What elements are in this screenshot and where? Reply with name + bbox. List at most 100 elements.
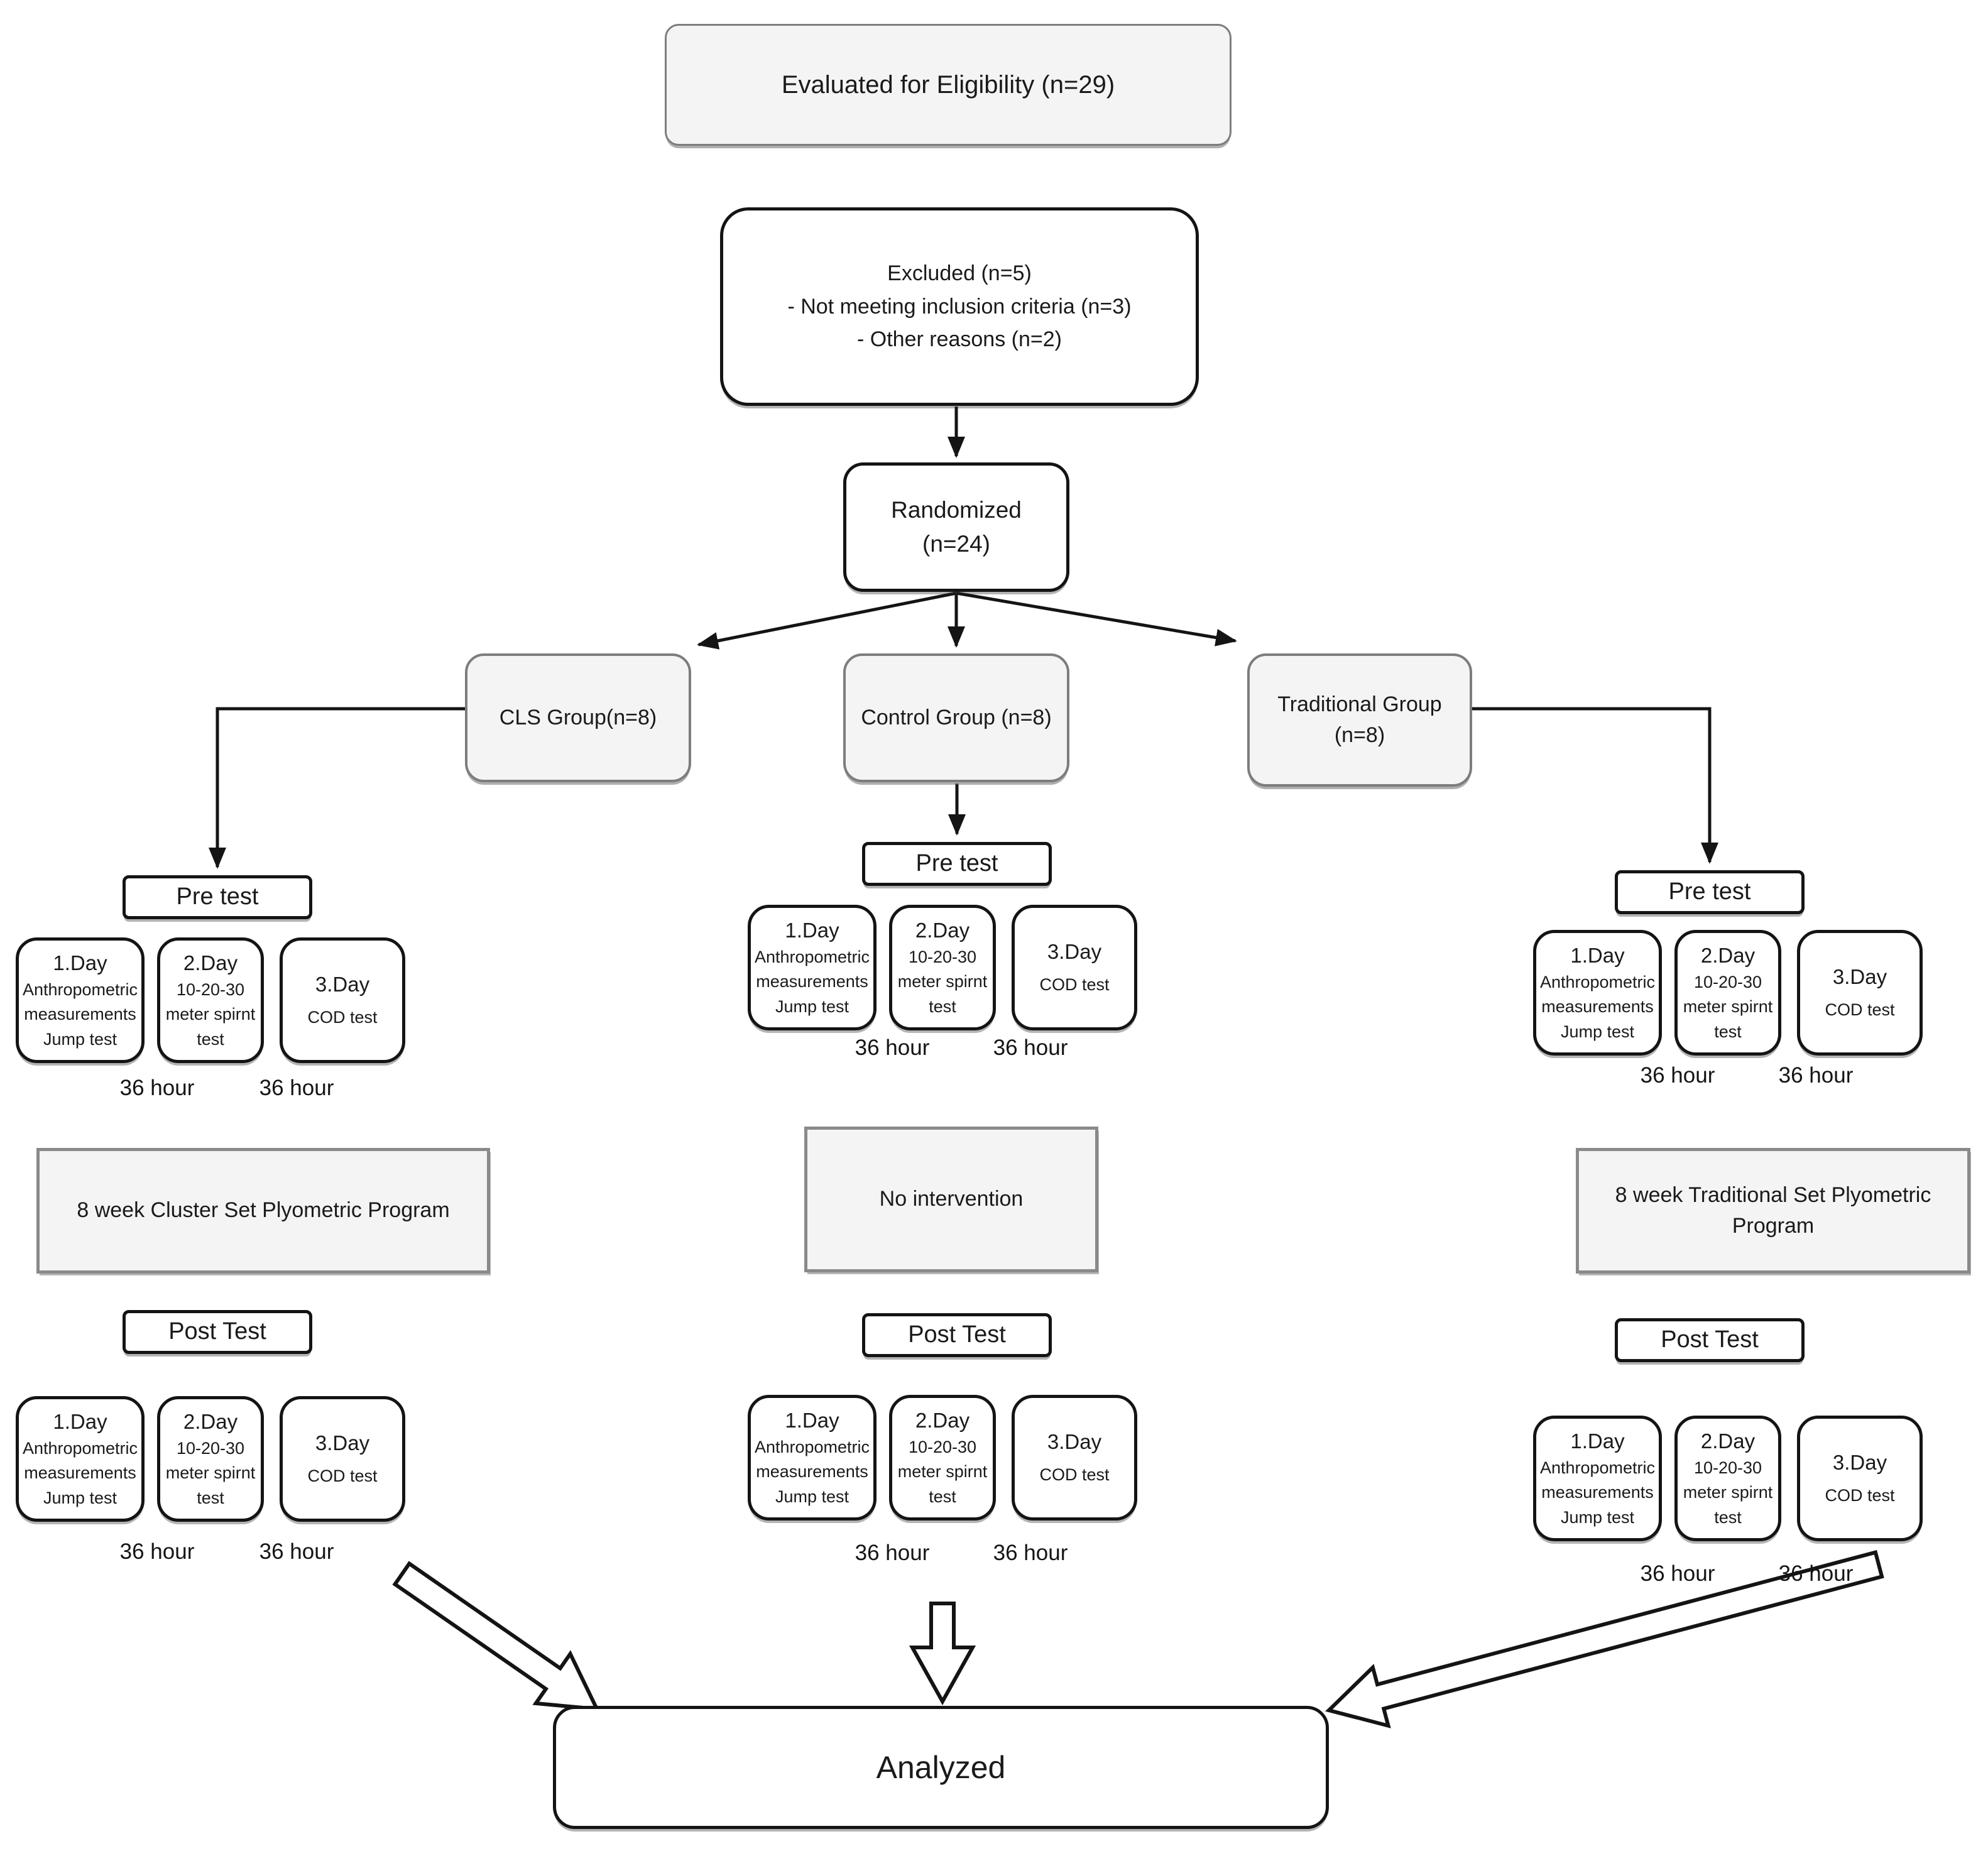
analyzed-label: Analyzed	[876, 1749, 1006, 1785]
day-box-1: 1.Day Anthropometric measurements Jump t…	[748, 1395, 877, 1521]
day-box-3: 3.Day COD test	[1012, 1395, 1137, 1521]
cls-group-box: CLS Group(n=8)	[465, 653, 691, 782]
hour-label: 36 hour	[1640, 1063, 1715, 1088]
posttest-box-control: Post Test	[862, 1313, 1052, 1357]
day-box-2: 2.Day 10-20-30 meter spirnt test	[889, 905, 996, 1030]
hour-label: 36 hour	[119, 1539, 195, 1564]
day-line: Anthropometric	[1539, 1458, 1656, 1477]
day-line: Jump test	[775, 996, 849, 1016]
intervention-box-cls: 8 week Cluster Set Plyometric Program	[36, 1148, 490, 1274]
day-box-1: 1.Day Anthropometric measurements Jump t…	[16, 937, 145, 1063]
day-title: 1.Day	[785, 918, 839, 942]
day-box-2: 2.Day 10-20-30 meter spirnt test	[1674, 1416, 1781, 1541]
day-line: Jump test	[43, 1029, 117, 1049]
day-line: 10-20-30	[1693, 972, 1762, 991]
excluded-line: - Not meeting inclusion criteria (n=3)	[787, 294, 1132, 319]
day-title: 3.Day	[1047, 940, 1102, 963]
day-title: 2.Day	[183, 1409, 238, 1433]
analyzed-box: Analyzed	[553, 1706, 1329, 1829]
randomized-box: Randomized (n=24)	[843, 462, 1069, 592]
day-title: 2.Day	[1700, 943, 1756, 967]
day-line: 10-20-30	[908, 947, 977, 966]
day-title: 2.Day	[1700, 1429, 1756, 1453]
day-line: COD test	[1039, 975, 1110, 995]
day-title: 1.Day	[1570, 943, 1625, 967]
evaluated-box: Evaluated for Eligibility (n=29)	[665, 24, 1232, 146]
intervention-label: No intervention	[879, 1187, 1024, 1211]
day-title: 1.Day	[53, 951, 107, 975]
day-title: 2.Day	[183, 951, 238, 975]
hour-label: 36 hour	[1778, 1561, 1854, 1586]
intervention-box-traditional: 8 week Traditional Set Plyometric Progra…	[1576, 1148, 1970, 1274]
pretest-box-control: Pre test	[862, 842, 1052, 886]
day-box-1: 1.Day Anthropometric measurements Jump t…	[1533, 1416, 1662, 1541]
hour-label: 36 hour	[259, 1076, 334, 1100]
day-box-2: 2.Day 10-20-30 meter spirnt test	[157, 1396, 264, 1522]
posttest-label: Post Test	[908, 1321, 1006, 1348]
day-box-3: 3.Day COD test	[1012, 905, 1137, 1030]
day-box-2: 2.Day 10-20-30 meter spirnt test	[889, 1395, 996, 1521]
day-box-3: 3.Day COD test	[280, 1396, 405, 1522]
traditional-group-label: Traditional Group (n=8)	[1277, 692, 1442, 747]
hour-label: 36 hour	[855, 1035, 930, 1060]
day-line: test	[197, 1488, 224, 1507]
day-box-2: 2.Day 10-20-30 meter spirnt test	[1674, 930, 1781, 1056]
day-title: 3.Day	[1832, 1451, 1887, 1474]
day-line: Anthropometric	[22, 1438, 138, 1458]
day-line: COD test	[307, 1466, 378, 1486]
posttest-box-cls: Post Test	[123, 1310, 312, 1354]
day-title: 1.Day	[53, 1409, 107, 1433]
arrow-randomized-to-cls	[697, 591, 957, 650]
hour-label: 36 hour	[855, 1541, 930, 1565]
hour-label: 36 hour	[1640, 1561, 1715, 1586]
intervention-label: 8 week Traditional Set Plyometric Progra…	[1615, 1182, 1931, 1238]
control-group-box: Control Group (n=8)	[843, 653, 1069, 782]
day-line: COD test	[307, 1008, 378, 1027]
day-line: Jump test	[1560, 1507, 1635, 1527]
hour-label: 36 hour	[119, 1076, 195, 1100]
day-line: Anthropometric	[754, 1437, 870, 1456]
day-box-3: 3.Day COD test	[1797, 1416, 1923, 1541]
day-title: 2.Day	[915, 1408, 970, 1432]
pretest-label: Pre test	[915, 850, 998, 877]
control-group-label: Control Group (n=8)	[861, 705, 1052, 729]
day-line: COD test	[1825, 1486, 1895, 1505]
day-line: meter spirnt	[897, 1462, 988, 1482]
day-box-1: 1.Day Anthropometric measurements Jump t…	[1533, 930, 1662, 1056]
day-line: meter spirnt	[897, 972, 988, 991]
hour-label: 36 hour	[259, 1539, 334, 1564]
pretest-box-traditional: Pre test	[1615, 870, 1805, 914]
day-title: 1.Day	[1570, 1429, 1625, 1453]
arrow-cls-to-pretest	[209, 707, 465, 869]
day-title: 3.Day	[1047, 1430, 1102, 1453]
evaluated-label: Evaluated for Eligibility (n=29)	[781, 71, 1115, 99]
randomized-line: (n=24)	[922, 531, 990, 557]
day-line: 10-20-30	[908, 1437, 977, 1456]
big-arrow-right-to-analyzed	[1325, 1550, 1884, 1728]
big-arrow-left-to-analyzed	[392, 1561, 601, 1712]
day-line: Anthropometric	[22, 980, 138, 999]
day-line: measurements	[24, 1463, 136, 1483]
day-line: 10-20-30	[176, 1438, 245, 1458]
day-box-1: 1.Day Anthropometric measurements Jump t…	[16, 1396, 145, 1522]
hour-label: 36 hour	[993, 1035, 1068, 1060]
day-line: meter spirnt	[1683, 997, 1773, 1017]
day-box-3: 3.Day COD test	[280, 937, 405, 1063]
randomized-line: Randomized	[891, 497, 1022, 523]
day-line: 10-20-30	[176, 980, 245, 999]
posttest-box-traditional: Post Test	[1615, 1318, 1805, 1362]
pretest-box-cls: Pre test	[123, 875, 312, 919]
day-box-3: 3.Day COD test	[1797, 930, 1923, 1056]
day-line: meter spirnt	[1683, 1483, 1773, 1502]
day-line: Anthropometric	[754, 947, 870, 966]
day-line: measurements	[1541, 1483, 1654, 1502]
day-line: Anthropometric	[1539, 972, 1656, 991]
day-line: meter spirnt	[165, 1463, 256, 1483]
day-line: Jump test	[1560, 1022, 1635, 1041]
day-line: Jump test	[43, 1488, 117, 1507]
intervention-label: 8 week Cluster Set Plyometric Program	[77, 1198, 450, 1223]
day-title: 3.Day	[315, 973, 370, 996]
day-line: test	[1714, 1022, 1742, 1041]
